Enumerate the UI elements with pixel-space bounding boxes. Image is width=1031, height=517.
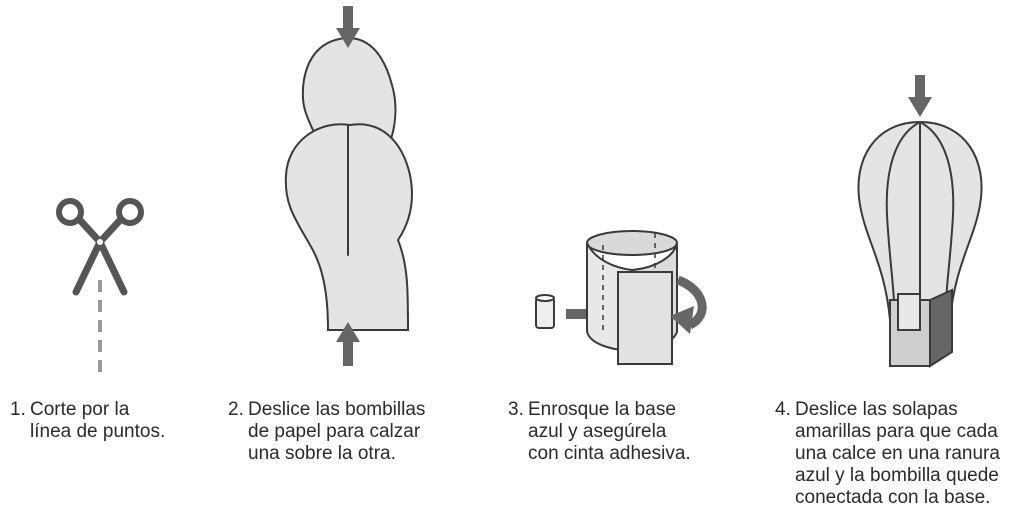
scissors-icon	[56, 198, 144, 372]
step-2-caption: 2. Deslice las bombillas de papel para c…	[228, 399, 425, 465]
instruction-illustrations	[56, 6, 983, 372]
step-1-caption: 1. Corte por la línea de puntos.	[10, 399, 165, 443]
step-4-caption: 4. Deslice las solapas amarillas para qu…	[775, 399, 1000, 509]
assembled-bulb-icon	[857, 75, 983, 368]
bulb-halves-icon	[284, 6, 413, 366]
step-number: 3.	[508, 399, 524, 420]
step-text-line: línea de puntos.	[30, 421, 166, 442]
base-roll-icon	[535, 230, 707, 365]
step-text-line: Enrosque la base	[528, 399, 676, 420]
step-number: 1.	[10, 399, 26, 420]
step-text-line: una sobre la otra.	[248, 443, 396, 464]
step-text-line: amarillas para que cada	[795, 421, 998, 442]
step-text-line: azul y asegúrela	[528, 421, 667, 442]
step-text-line: con cinta adhesiva.	[528, 443, 691, 464]
step-text-line: azul y la bombilla quede	[795, 465, 999, 486]
step-number: 4.	[775, 399, 791, 420]
step-text-line: Deslice las bombillas	[248, 399, 426, 420]
step-text-line: de papel para calzar	[248, 421, 421, 442]
step-text-line: conectada con la base.	[795, 487, 991, 508]
step-number: 2.	[228, 399, 244, 420]
step-text-line: Deslice las solapas	[795, 399, 958, 420]
step-3-caption: 3. Enrosque la base azul y asegúrela con…	[508, 399, 691, 465]
step-text-line: Corte por la	[30, 399, 130, 420]
step-text-line: una calce en una ranura	[795, 443, 1000, 464]
